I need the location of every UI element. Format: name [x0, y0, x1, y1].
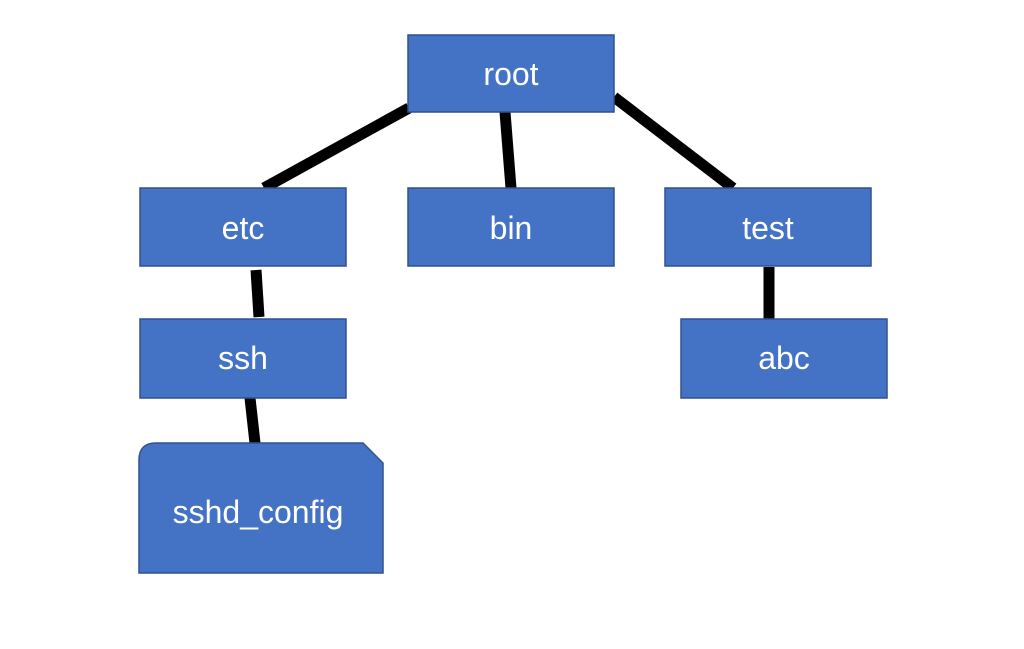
node-bin[interactable]: bin — [407, 187, 615, 267]
node-abc-box — [680, 318, 888, 399]
node-root-label: root — [483, 56, 538, 92]
node-bin-box — [407, 187, 615, 267]
edge-root-etc — [261, 103, 412, 193]
node-test-label: test — [742, 210, 794, 246]
edge-ssh-sshd-config — [244, 397, 261, 444]
node-abc[interactable]: abc — [680, 318, 888, 399]
node-bin-label: bin — [490, 210, 533, 246]
edge-etc-ssh — [250, 269, 265, 318]
node-etc-label: etc — [222, 210, 265, 246]
node-etc[interactable]: etc — [139, 187, 347, 267]
node-sshd-config-label: sshd_config — [173, 494, 344, 530]
node-ssh[interactable]: ssh — [139, 318, 347, 399]
edges — [244, 92, 775, 444]
node-root[interactable]: root — [407, 34, 615, 113]
node-ssh-box — [139, 318, 347, 399]
edge-root-test — [610, 92, 737, 193]
file-icon — [138, 442, 384, 574]
node-test[interactable]: test — [664, 187, 872, 267]
node-test-box — [664, 187, 872, 267]
node-ssh-label: ssh — [218, 340, 268, 376]
node-abc-label: abc — [758, 340, 810, 376]
node-etc-box — [139, 187, 347, 267]
edge-root-bin — [499, 111, 517, 189]
node-root-box — [407, 34, 615, 113]
node-sshd-config[interactable]: sshd_config — [138, 442, 384, 574]
